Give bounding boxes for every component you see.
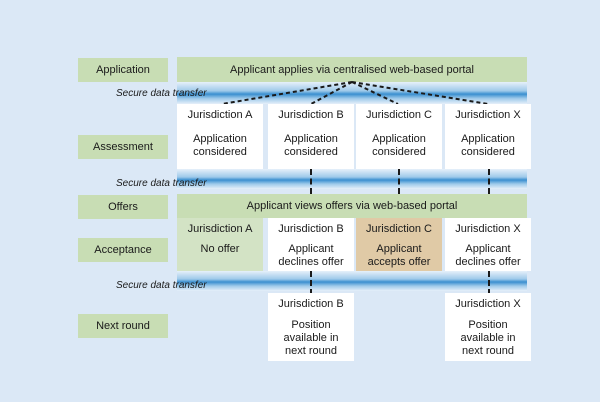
transfer-label-1: Secure data transfer	[116, 88, 207, 99]
acceptance-box-a: Jurisdiction A No offer	[177, 218, 263, 271]
stage-label-assessment: Assessment	[78, 135, 168, 159]
jurisdiction-label: Jurisdiction C	[365, 109, 433, 121]
jurisdiction-label: Jurisdiction X	[455, 298, 521, 310]
acceptance-box-b: Jurisdiction B Applicant declines offer	[268, 218, 354, 271]
fan-line-c	[351, 81, 399, 105]
connector-c-2	[398, 169, 400, 194]
fan-line-a	[221, 81, 353, 105]
apply-portal-band: Applicant applies via centralised web-ba…	[177, 57, 527, 82]
acceptance-text: Applicant accepts offer	[367, 243, 431, 268]
assessment-box-x: Jurisdiction X Application considered	[445, 104, 531, 169]
jurisdiction-label: Jurisdiction B	[278, 298, 344, 310]
next-round-box-b: Jurisdiction B Position available in nex…	[268, 293, 354, 361]
assessment-box-c: Jurisdiction C Application considered	[356, 104, 442, 169]
jurisdiction-label: Jurisdiction A	[187, 223, 253, 235]
jurisdiction-label: Jurisdiction X	[455, 109, 521, 121]
acceptance-box-c: Jurisdiction C Applicant accepts offer	[356, 218, 442, 271]
jurisdiction-label: Jurisdiction B	[278, 223, 344, 235]
jurisdiction-label: Jurisdiction B	[278, 109, 344, 121]
assessment-text: Application considered	[284, 133, 338, 158]
stage-label-acceptance: Acceptance	[78, 238, 168, 262]
jurisdiction-label: Jurisdiction C	[365, 223, 433, 235]
stage-label-next-round: Next round	[78, 314, 168, 338]
connector-x-3	[488, 271, 490, 295]
connector-b-2	[310, 169, 312, 194]
next-round-text: Position available in next round	[460, 319, 516, 357]
transfer-stripe-1	[177, 82, 527, 104]
acceptance-text: Applicant declines offer	[455, 243, 521, 268]
jurisdiction-label: Jurisdiction X	[455, 223, 521, 235]
fan-line-x	[351, 81, 489, 105]
stage-label-application: Application	[78, 58, 168, 82]
assessment-text: Application considered	[193, 133, 247, 158]
next-round-text: Position available in next round	[283, 319, 339, 357]
stage-label-offers: Offers	[78, 195, 168, 219]
transfer-label-3: Secure data transfer	[116, 280, 207, 291]
connector-x-2	[488, 169, 490, 194]
view-offers-band: Applicant views offers via web-based por…	[177, 194, 527, 218]
transfer-stripe-3	[177, 271, 527, 291]
assessment-box-a: Jurisdiction A Application considered	[177, 104, 263, 169]
transfer-label-2: Secure data transfer	[116, 178, 207, 189]
assessment-box-b: Jurisdiction B Application considered	[268, 104, 354, 169]
acceptance-text: Applicant declines offer	[278, 243, 344, 268]
jurisdiction-label: Jurisdiction A	[187, 109, 253, 121]
acceptance-box-x: Jurisdiction X Applicant declines offer	[445, 218, 531, 271]
assessment-text: Application considered	[461, 133, 515, 158]
acceptance-text: No offer	[200, 243, 240, 255]
assessment-text: Application considered	[372, 133, 426, 158]
connector-b-3	[310, 271, 312, 295]
next-round-box-x: Jurisdiction X Position available in nex…	[445, 293, 531, 361]
transfer-stripe-2	[177, 169, 527, 189]
fan-line-b	[310, 81, 353, 105]
